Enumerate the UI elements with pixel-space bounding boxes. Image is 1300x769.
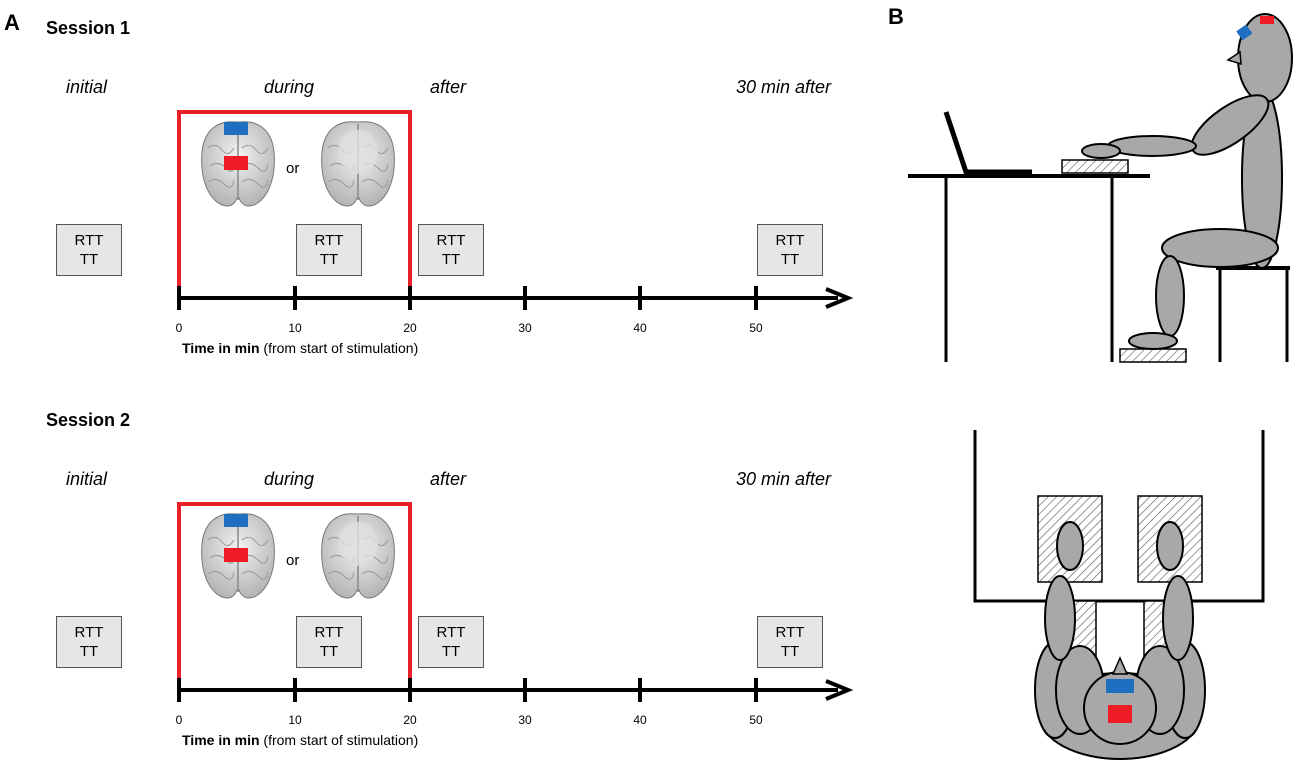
phase-after: after	[430, 469, 467, 489]
side-view-setup	[908, 13, 1293, 363]
phase-30-min-after: 30 min after	[736, 469, 832, 489]
brain-with-electrodes	[201, 513, 275, 599]
tick-label: 20	[403, 321, 417, 335]
brain-sham	[321, 121, 395, 207]
tick-label: 50	[749, 713, 763, 727]
tick-label: 20	[403, 713, 417, 727]
phase-during: during	[264, 77, 315, 97]
anode-electrode-icon	[224, 122, 248, 135]
brain-sham	[321, 513, 395, 599]
panel-b-label: B	[888, 4, 904, 29]
phase-30-min-after: 30 min after	[736, 77, 832, 97]
stimulation-frame	[177, 110, 412, 286]
tick-label: 10	[288, 321, 302, 335]
tick-label: 0	[175, 321, 183, 335]
tick-label: 30	[518, 321, 532, 335]
anode-electrode-icon	[224, 514, 248, 527]
cathode-electrode-icon	[224, 156, 248, 170]
phase-during: during	[264, 469, 315, 489]
tick-label: 0	[175, 713, 183, 727]
brain-with-electrodes	[201, 121, 275, 207]
brain-or-label: or	[286, 552, 300, 569]
tick-label: 40	[633, 713, 647, 727]
tick-label: 50	[749, 321, 763, 335]
tick-label: 10	[288, 713, 302, 727]
timeline-axis	[177, 286, 854, 310]
time-axis-label: Time in min (from start of stimulation)	[182, 340, 419, 356]
cathode-electrode-icon	[224, 548, 248, 562]
phase-initial: initial	[66, 469, 108, 489]
phase-after: after	[430, 77, 467, 97]
tick-label: 40	[633, 321, 647, 335]
tick-label: 30	[518, 713, 532, 727]
phase-initial: initial	[66, 77, 108, 97]
stimulation-frame	[177, 502, 412, 678]
session-2-title: Session 2	[46, 410, 131, 430]
session-1-title: Session 1	[46, 18, 131, 38]
time-axis-label: Time in min (from start of stimulation)	[182, 732, 419, 748]
timeline-axis	[177, 678, 854, 702]
brain-or-label: or	[286, 160, 300, 177]
top-view-setup	[973, 430, 1265, 760]
panel-a-label: A	[4, 10, 20, 35]
